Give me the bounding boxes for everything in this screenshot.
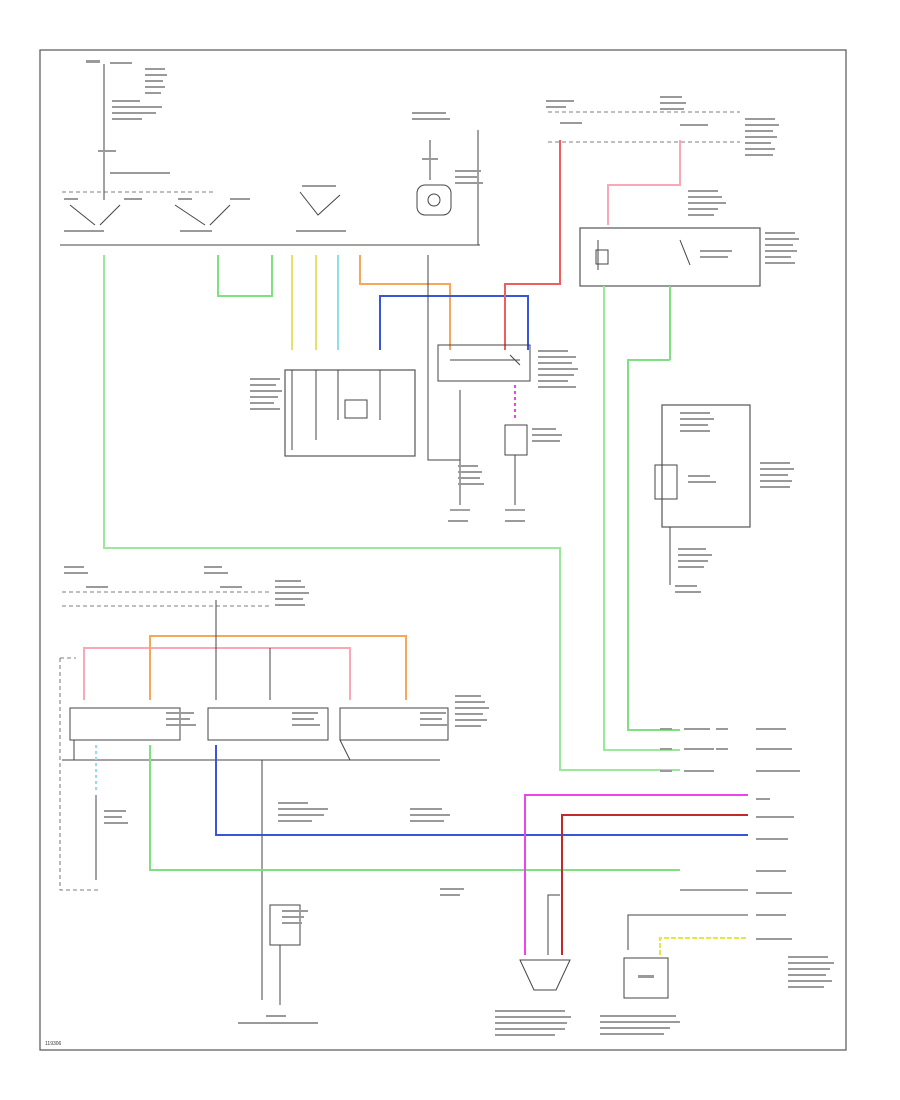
wire-pink-top xyxy=(607,140,681,225)
mode-relays xyxy=(59,657,489,891)
wire-green-long xyxy=(103,255,680,771)
wire-red-1 xyxy=(504,140,561,350)
blower-switch-assembly xyxy=(60,130,480,246)
mode-door-actuator xyxy=(238,904,318,1024)
wire-blue-mode xyxy=(215,745,748,836)
wire-black-mode xyxy=(215,600,271,700)
wire-black-1 xyxy=(427,255,460,461)
ac-compressor-relay xyxy=(579,190,799,287)
ambient-sensor xyxy=(600,957,680,1035)
compressor-pressure-sensor xyxy=(495,959,571,1036)
blower-motor-relay xyxy=(437,344,578,522)
wire-green-mode xyxy=(149,745,680,871)
ignition-fuse-block xyxy=(86,60,170,200)
wire-green-compressor-2 xyxy=(603,286,680,751)
wire-green-compressor xyxy=(627,286,680,731)
wire-pink-mode xyxy=(83,647,351,700)
blower-resistor xyxy=(250,369,416,457)
diagram-frame xyxy=(39,49,847,1051)
mode-switch-fuse-block xyxy=(62,566,309,607)
mode-labels xyxy=(278,802,450,822)
footer-code: 119306 xyxy=(45,1041,62,1047)
wire-orange-1 xyxy=(359,255,451,350)
compressor-fuse-block xyxy=(546,96,779,156)
ac-compressor-clutch xyxy=(654,404,794,593)
blower-motor xyxy=(412,112,483,216)
connector-pins xyxy=(440,728,834,988)
wire-blue-1 xyxy=(379,295,529,350)
wire-green-1 xyxy=(217,255,273,297)
wire-orange-mode xyxy=(149,635,407,700)
